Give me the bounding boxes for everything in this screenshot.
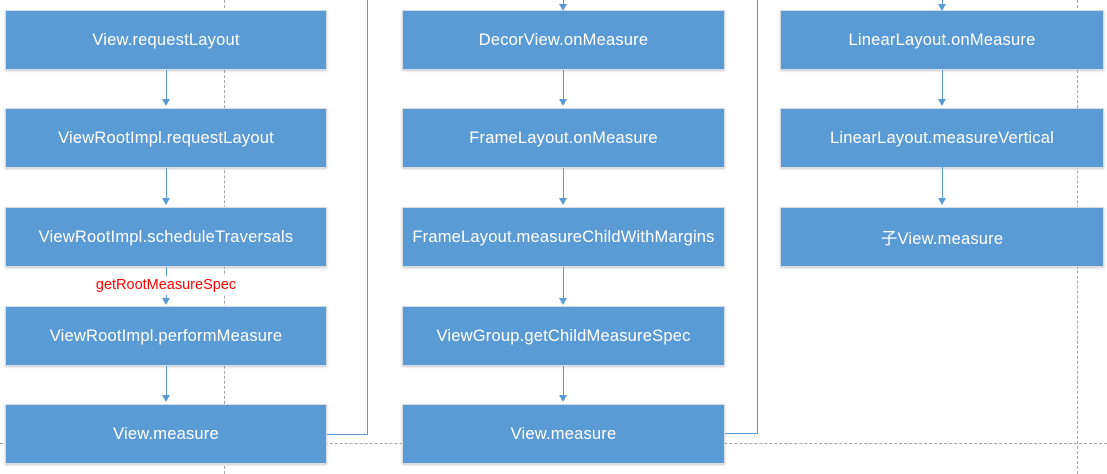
down-arrow-icon — [559, 267, 568, 305]
edge-label-getrootmeasurespec: getRootMeasureSpec — [66, 276, 266, 295]
down-arrow-icon — [162, 366, 171, 402]
flow-box-view-measure-col2: View.measure — [402, 404, 725, 464]
down-arrow-icon — [559, 366, 568, 402]
flow-box-linearlayout-onmeasure: LinearLayout.onMeasure — [780, 10, 1104, 70]
flow-box-child-view-measure: 子View.measure — [780, 207, 1104, 267]
down-arrow-icon-incoming — [559, 0, 568, 11]
flow-box-linearlayout-measurevertical: LinearLayout.measureVertical — [780, 108, 1104, 168]
elbow-connector-col2-to-col3 — [725, 0, 758, 434]
flow-box-decorview-onmeasure: DecorView.onMeasure — [402, 10, 725, 70]
down-arrow-icon — [162, 70, 171, 106]
flow-box-viewrootimpl-requestlayout: ViewRootImpl.requestLayout — [5, 108, 327, 168]
down-arrow-icon — [938, 70, 947, 106]
down-arrow-icon-incoming — [938, 0, 947, 11]
down-arrow-icon — [162, 168, 171, 205]
flow-box-framelayout-onmeasure: FrameLayout.onMeasure — [402, 108, 725, 168]
flow-box-view-requestlayout: View.requestLayout — [5, 10, 327, 70]
flow-box-framelayout-measurechildwithmargins: FrameLayout.measureChildWithMargins — [402, 207, 725, 267]
flow-box-viewrootimpl-scheduletraversals: ViewRootImpl.scheduleTraversals — [5, 207, 327, 267]
flow-box-viewrootimpl-performmeasure: ViewRootImpl.performMeasure — [5, 306, 327, 366]
elbow-connector-col1-to-col2 — [327, 0, 368, 435]
down-arrow-icon — [559, 168, 568, 205]
flow-box-view-measure-col1: View.measure — [5, 404, 327, 464]
down-arrow-icon — [938, 167, 947, 205]
down-arrow-icon — [559, 70, 568, 106]
flow-box-viewgroup-getchildmeasurespec: ViewGroup.getChildMeasureSpec — [402, 306, 725, 366]
